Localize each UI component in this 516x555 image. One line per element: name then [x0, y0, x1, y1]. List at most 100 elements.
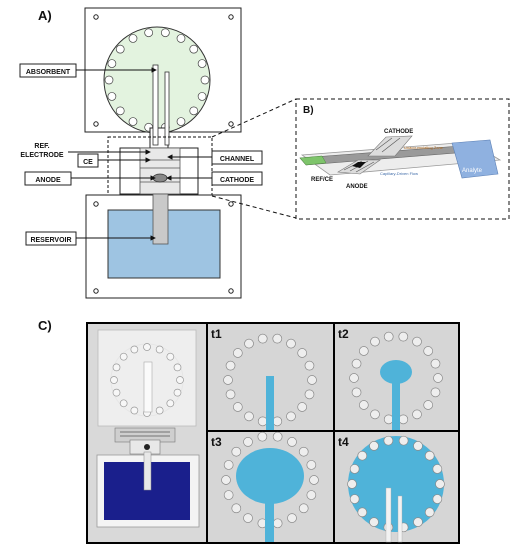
pin: [357, 450, 368, 461]
pin: [173, 363, 182, 372]
pin: [433, 373, 443, 383]
pin: [432, 464, 443, 474]
panel-c-label: C): [38, 318, 52, 333]
pin: [166, 352, 175, 361]
pin: [128, 117, 138, 126]
pin: [304, 389, 315, 400]
pin: [306, 490, 317, 500]
pin: [223, 375, 233, 385]
pin: [115, 106, 125, 116]
time-photo-t2: t2: [335, 324, 458, 430]
pin: [200, 75, 210, 85]
pin: [412, 336, 422, 347]
pin: [383, 331, 394, 342]
pin: [166, 399, 175, 408]
photo-panel: t1 t2 t3 t4: [86, 322, 460, 544]
pin: [197, 59, 207, 68]
inset-bottom-note: Capillary-Driven Flow: [380, 171, 418, 176]
pin: [232, 402, 243, 412]
pin: [383, 435, 394, 446]
pin: [144, 28, 154, 38]
pin: [155, 406, 164, 415]
pin: [309, 475, 319, 485]
device-photo: [88, 324, 206, 542]
pin: [189, 44, 199, 54]
time-photo-t4: t4: [335, 432, 458, 543]
pin: [423, 346, 434, 356]
callout-ce: CE: [77, 153, 151, 168]
pin: [231, 503, 242, 514]
pin: [223, 460, 234, 470]
t2-label: t2: [338, 327, 349, 341]
pin: [110, 376, 118, 384]
pin: [221, 475, 231, 485]
pin: [413, 441, 423, 451]
pin: [306, 460, 317, 470]
pin: [435, 479, 445, 489]
pin: [298, 503, 309, 514]
pin: [287, 513, 297, 523]
pin: [432, 494, 443, 504]
callout-reservoir: RESERVOIR: [25, 231, 156, 246]
zoom-line-bottom: [211, 195, 297, 219]
pin: [112, 388, 121, 397]
channel-label: CHANNEL: [220, 156, 255, 163]
pin: [424, 450, 435, 461]
pin: [272, 518, 283, 529]
pin: [243, 513, 253, 523]
pin: [304, 360, 315, 371]
t4-label: t4: [338, 435, 349, 449]
cathode-label: CATHODE: [220, 177, 254, 184]
pin: [286, 411, 296, 422]
pin: [112, 363, 121, 372]
absorbent-label: ABSORBENT: [26, 69, 71, 76]
pin: [244, 411, 254, 422]
pin: [173, 388, 182, 397]
pin: [257, 431, 268, 442]
callout-cathode: CATHODE: [166, 171, 263, 186]
pin: [155, 345, 164, 354]
pin: [351, 358, 362, 369]
pin: [398, 331, 409, 342]
pin: [369, 517, 379, 527]
pin: [232, 348, 243, 358]
pin: [369, 441, 379, 451]
pin: [398, 414, 409, 425]
inset-refce-label: REF/CE: [311, 177, 333, 183]
pin: [398, 435, 409, 446]
inset-top-note: Unaccumulating Zone: [404, 145, 444, 150]
pin: [347, 479, 357, 489]
callout-absorbent: ABSORBENT: [19, 63, 157, 78]
pin: [107, 92, 117, 101]
pin: [160, 28, 170, 38]
analyte-label: Analyte: [462, 168, 483, 174]
inset-panel: B) Analyte CATHODE ANODE REF/CE Unaccumu…: [295, 98, 510, 220]
pin: [358, 400, 369, 410]
pin: [176, 376, 184, 384]
pin: [298, 446, 309, 457]
pin: [430, 387, 441, 398]
pin: [225, 389, 236, 400]
pin: [370, 409, 380, 420]
pin: [104, 75, 114, 85]
pin: [412, 409, 422, 420]
ref-electrode-label-2: ELECTRODE: [20, 152, 64, 159]
pin: [349, 464, 360, 474]
pin: [119, 352, 128, 361]
pin: [130, 406, 139, 415]
pin: [244, 338, 254, 349]
time-photo-t3: t3: [208, 431, 333, 542]
pin: [287, 437, 297, 447]
pin: [189, 106, 199, 116]
zoom-line-top: [211, 98, 297, 138]
pin: [357, 507, 368, 518]
ce-label: CE: [83, 159, 93, 166]
callout-ref-electrode: REF. ELECTRODE: [20, 143, 151, 159]
anode-label: ANODE: [35, 177, 61, 184]
pin: [272, 333, 283, 344]
pin: [257, 333, 268, 344]
pin: [176, 117, 186, 126]
pin: [119, 399, 128, 408]
t1-label: t1: [211, 327, 222, 341]
